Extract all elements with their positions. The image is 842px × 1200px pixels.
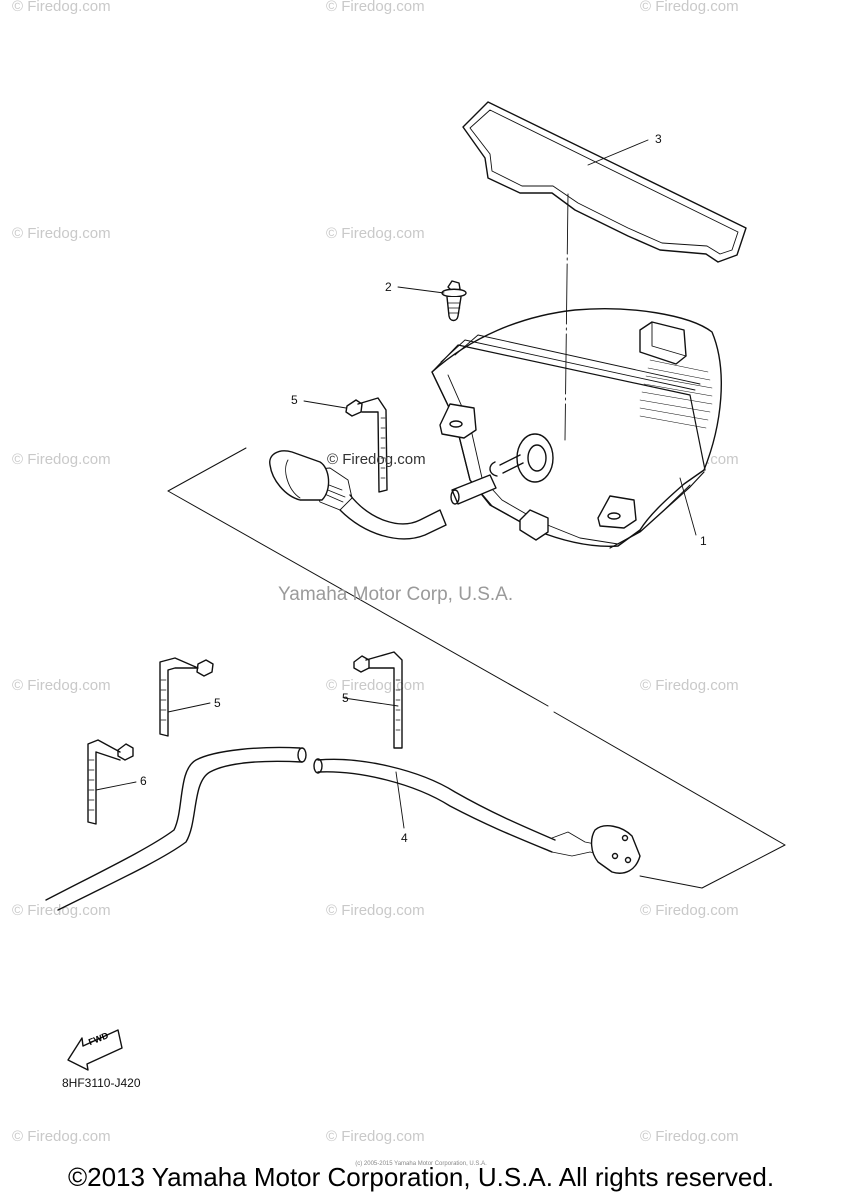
callout-2: 2: [385, 280, 392, 294]
fine-print: (c) 2005-2015 Yamaha Motor Corporation, …: [355, 1161, 487, 1167]
watermark: © Firedog.com: [12, 902, 111, 919]
cable-tie-right: [353, 651, 403, 749]
lamp-harness-stub: [269, 450, 497, 540]
watermark: © Firedog.com: [12, 451, 111, 468]
callout-5: 5: [291, 393, 298, 407]
watermark: © Firedog.com: [12, 0, 111, 15]
watermark: © Firedog.com: [12, 1128, 111, 1145]
watermark: © Firedog.com: [640, 902, 739, 919]
mounting-screw: [441, 280, 467, 322]
center-watermark: Yamaha Motor Corp, U.S.A.: [278, 584, 514, 605]
wire-harness: [45, 746, 641, 911]
leader-lines: [95, 139, 697, 829]
watermark: © Firedog.com: [326, 1128, 425, 1145]
callout-6: 6: [140, 774, 147, 788]
cable-tie-small: [87, 739, 134, 825]
watermark: © Firedog.com: [326, 225, 425, 242]
watermark: © Firedog.com: [326, 902, 425, 919]
tail-light-housing: [431, 308, 722, 549]
cable-tie-upper: [345, 397, 388, 493]
callout-5: 5: [214, 696, 221, 710]
watermark: © Firedog.com: [640, 677, 739, 694]
assembly-outline: [167, 447, 786, 889]
cable-tie-left: [159, 657, 214, 737]
watermark: © Firedog.com: [640, 0, 739, 15]
callout-4: 4: [401, 831, 408, 845]
lens-plate: [462, 101, 747, 263]
callout-5: 5: [342, 691, 349, 705]
callout-3: 3: [655, 132, 662, 146]
watermark: © Firedog.com: [12, 225, 111, 242]
watermark: © Firedog.com: [12, 677, 111, 694]
forward-arrow-icon: [67, 1029, 123, 1071]
diagram-code: 8HF3110-J420: [62, 1076, 141, 1090]
callout-1: 1: [700, 534, 707, 548]
copyright-notice: ©2013 Yamaha Motor Corporation, U.S.A. A…: [67, 1162, 775, 1192]
inline-watermark: © Firedog.com: [327, 451, 426, 468]
watermark: © Firedog.com: [640, 1128, 739, 1145]
watermark: © Firedog.com: [326, 0, 425, 15]
